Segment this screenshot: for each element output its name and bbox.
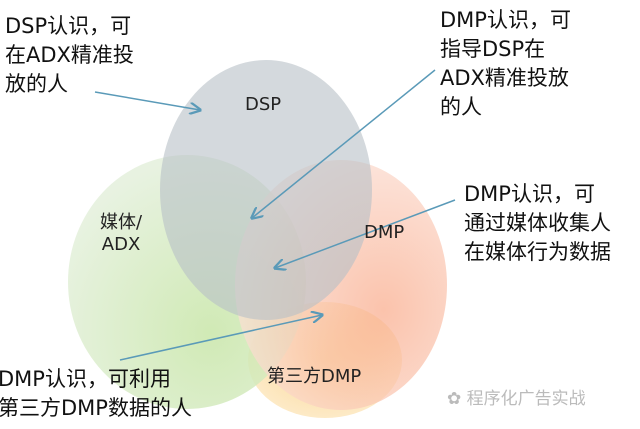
dsp-annotation: DSP认识，可 在ADX精准投 放的人 (5, 14, 134, 96)
dsp-circle (160, 60, 372, 320)
wechat-icon: ✿ (447, 389, 467, 409)
dsp-label: DSP (245, 94, 282, 115)
watermark: ✿ 程序化广告实战 (447, 389, 586, 409)
dmp-media-annotation: DMP认识，可 通过媒体收集人 在媒体行为数据 (464, 182, 611, 264)
arrow-dsp (94, 91, 200, 110)
dmp-third-annotation: DMP认识，可利用 第三方DMP数据的人 (0, 367, 192, 420)
arrow-dmp-third (119, 315, 322, 361)
dmp-guide-annotation: DMP认识，可 指导DSP在 ADX精准投放 的人 (440, 8, 571, 119)
arrow-dmp-media (275, 199, 456, 268)
arrow-dmp-guide (252, 69, 436, 218)
media-adx-label: 媒体/ ADX (100, 212, 143, 255)
third-party-dmp-label: 第三方DMP (267, 366, 362, 387)
dmp-label: DMP (364, 222, 405, 243)
